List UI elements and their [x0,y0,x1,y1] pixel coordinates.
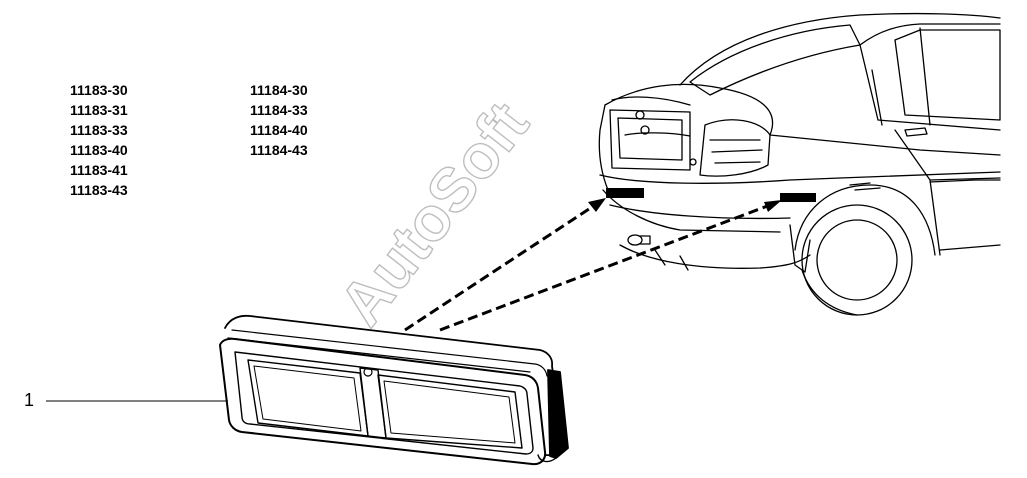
part-code: 11184-43 [250,142,308,158]
part-code: 11184-30 [250,82,308,98]
part-code: 11183-33 [70,122,128,138]
dashed-arrows [404,203,771,332]
part-code: 11183-31 [70,102,128,118]
arrow-heads [588,198,782,212]
arrow-to-side-marker [439,203,771,332]
part-code: 11183-40 [70,142,128,158]
part-code: 11183-30 [70,82,128,98]
part-code: 11184-40 [250,122,308,138]
mount-marker-bumper-side [780,193,816,202]
part-code: 11183-43 [70,182,128,198]
part-code-list-left: 11183-30 11183-31 11183-33 11183-40 1118… [70,80,128,200]
arrow-head-side [764,200,782,212]
arrow-to-center-marker [404,203,596,332]
arrow-head-center [588,198,606,212]
part-code: 11183-41 [70,162,128,178]
callout-label-1: 1 [24,390,35,410]
watermark-text: AutoSoft [327,90,542,339]
part-code-list-right: 11184-30 11184-33 11184-40 11184-43 [250,80,308,160]
reflector-part [219,314,569,466]
car-rear-drawing [598,12,1001,316]
part-code: 11184-33 [250,102,308,118]
mount-marker-bumper-center [606,188,644,198]
